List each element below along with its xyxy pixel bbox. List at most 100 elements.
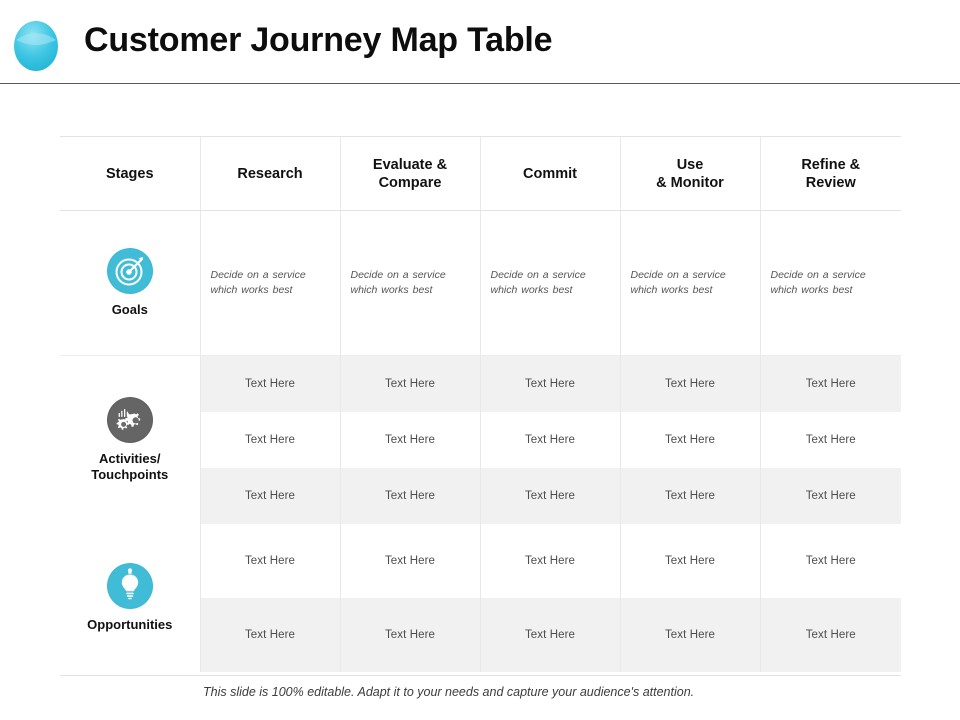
cell-text: Text Here xyxy=(244,434,296,446)
stage-cell-activities-touchpoints: Activities/ Touchpoints xyxy=(60,355,200,524)
cell-text: Text Here xyxy=(384,378,436,390)
gears-icon xyxy=(106,397,153,443)
activity-cell: Text Here xyxy=(479,355,620,412)
table-row: Text Here Text Here Text Here Text Here … xyxy=(60,468,901,524)
table-row: Activities/ Touchpoints Text Here Text H… xyxy=(60,355,901,524)
lightbulb-idea-icon xyxy=(106,563,153,609)
cell-text: Text Here xyxy=(805,629,856,641)
activity-cell: Text Here xyxy=(339,412,480,468)
activity-cell: Text Here xyxy=(339,355,480,412)
cell-text: Text Here xyxy=(805,490,856,502)
opportunity-cell: Text Here xyxy=(759,524,901,598)
column-header-line: Compare xyxy=(378,174,442,191)
column-header-line: Refine & xyxy=(801,156,861,173)
goal-cell-commit: Decide on a service which works best xyxy=(479,210,620,356)
goal-cell-use-monitor: Decide on a service which works best xyxy=(619,210,760,356)
column-header-refine-review: Refine & Review xyxy=(759,136,901,211)
cell-text: Text Here xyxy=(524,434,576,446)
opportunity-cell: Text Here xyxy=(199,598,340,672)
cell-text: Text Here xyxy=(664,629,716,641)
slide-header: Customer Journey Map Table xyxy=(0,0,960,84)
opportunity-cell: Text Here xyxy=(339,524,480,598)
cell-text: Text Here xyxy=(524,629,576,641)
column-header-stages: Stages xyxy=(60,136,200,211)
cell-text: Text Here xyxy=(524,490,576,502)
goal-text: Decide on a service which works best xyxy=(770,269,866,296)
column-header-line: & Monitor xyxy=(656,174,724,191)
column-header-evaluate-compare: Evaluate & Compare xyxy=(339,136,480,211)
stage-label-line: Touchpoints xyxy=(91,467,169,482)
cell-text: Text Here xyxy=(244,555,296,567)
column-header-research: Research xyxy=(199,136,340,211)
table-row: Opportunities Text Here Text Here Text H… xyxy=(60,524,901,672)
cell-text: Text Here xyxy=(524,378,576,390)
page-title: Customer Journey Map Table xyxy=(84,21,553,59)
activity-cell: Text Here xyxy=(479,468,620,524)
column-header-line: Use xyxy=(676,156,704,173)
cell-text: Text Here xyxy=(664,434,716,446)
cyan-sphere-bullet-icon xyxy=(12,20,60,72)
column-header-use-monitor: Use & Monitor xyxy=(619,136,760,211)
goal-text: Decide on a service which works best xyxy=(350,269,446,296)
goal-cell-evaluate: Decide on a service which works best xyxy=(339,210,480,356)
goal-text: Decide on a service which works best xyxy=(490,269,586,296)
customer-journey-table: Stages Research Evaluate & Compare Commi… xyxy=(60,136,901,672)
cell-text: Text Here xyxy=(805,378,856,390)
opportunity-cell: Text Here xyxy=(199,524,340,598)
cell-text: Text Here xyxy=(664,378,716,390)
goal-text: Decide on a service which works best xyxy=(210,269,306,296)
activity-cell: Text Here xyxy=(759,468,901,524)
cell-text: Text Here xyxy=(384,490,436,502)
opportunity-cell: Text Here xyxy=(339,598,480,672)
activity-cell: Text Here xyxy=(199,355,340,412)
cell-text: Text Here xyxy=(805,555,856,567)
opportunity-cell: Text Here xyxy=(479,524,620,598)
cell-text: Text Here xyxy=(664,490,716,502)
cell-text: Text Here xyxy=(244,629,296,641)
cell-text: Text Here xyxy=(384,434,436,446)
opportunity-cell: Text Here xyxy=(479,598,620,672)
cell-text: Text Here xyxy=(244,378,296,390)
stage-label: Goals xyxy=(111,302,148,317)
cell-text: Text Here xyxy=(805,434,856,446)
table-bottom-divider xyxy=(60,675,901,676)
activity-cell: Text Here xyxy=(199,468,340,524)
activity-cell: Text Here xyxy=(619,468,760,524)
goal-cell-refine-review: Decide on a service which works best xyxy=(759,210,901,356)
column-header-line: Evaluate & xyxy=(372,156,448,173)
opportunity-cell: Text Here xyxy=(619,524,760,598)
stage-label: Opportunities xyxy=(87,617,173,632)
header-divider xyxy=(0,83,960,84)
column-header-line: Stages xyxy=(105,165,154,182)
cell-text: Text Here xyxy=(384,555,436,567)
opportunity-cell: Text Here xyxy=(759,598,901,672)
stage-cell-goals: Goals xyxy=(60,210,200,356)
activity-cell: Text Here xyxy=(479,412,620,468)
cell-text: Text Here xyxy=(384,629,436,641)
table-row: Text Here Text Here Text Here Text Here … xyxy=(60,598,901,672)
column-header-line: Commit xyxy=(523,165,577,182)
activity-cell: Text Here xyxy=(619,412,760,468)
activity-cell: Text Here xyxy=(619,355,760,412)
cell-text: Text Here xyxy=(524,555,576,567)
activity-cell: Text Here xyxy=(339,468,480,524)
stage-label-line: Activities/ xyxy=(99,451,161,466)
stage-cell-opportunities: Opportunities xyxy=(60,524,200,672)
footer-note: This slide is 100% editable. Adapt it to… xyxy=(203,685,695,699)
table-row: Text Here Text Here Text Here Text Here … xyxy=(60,412,901,468)
opportunity-cell: Text Here xyxy=(619,598,760,672)
goal-text: Decide on a service which works best xyxy=(630,269,726,296)
table-row: Goals Decide on a service which works be… xyxy=(60,210,901,356)
activity-cell: Text Here xyxy=(759,355,901,412)
table-header-row: Stages Research Evaluate & Compare Commi… xyxy=(60,136,901,211)
activity-cell: Text Here xyxy=(759,412,901,468)
cell-text: Text Here xyxy=(664,555,716,567)
column-header-commit: Commit xyxy=(479,136,620,211)
cell-text: Text Here xyxy=(244,490,296,502)
goal-cell-research: Decide on a service which works best xyxy=(199,210,340,356)
column-header-line: Review xyxy=(805,174,856,191)
target-bullseye-icon xyxy=(106,248,153,294)
column-header-line: Research xyxy=(237,165,303,182)
stage-label: Activities/ Touchpoints xyxy=(91,451,168,483)
activity-cell: Text Here xyxy=(199,412,340,468)
